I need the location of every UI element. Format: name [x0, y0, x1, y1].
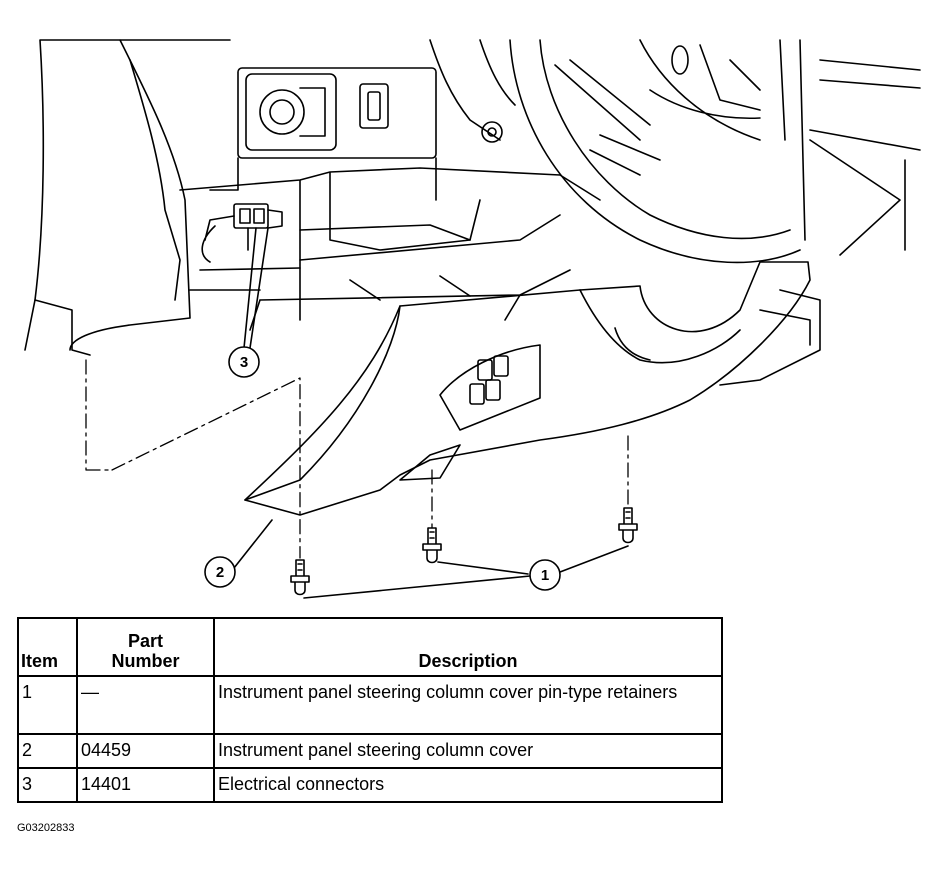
figure-code: G03202833	[17, 822, 75, 834]
dash-panel-outline	[24, 39, 231, 351]
header-part-number: Part Number	[76, 617, 215, 677]
table-row: 2 04459 Instrument panel steering column…	[17, 733, 723, 769]
lower-dash-structure	[179, 167, 601, 321]
header-part-number-line1: Part	[127, 631, 163, 651]
electrical-connectors	[201, 203, 283, 263]
callout-label-3: 3	[240, 354, 248, 371]
callout-circle-3	[228, 346, 260, 378]
header-part-number-line2: Number	[111, 651, 180, 671]
callout-2-leader	[233, 519, 273, 569]
cell-description: Instrument panel steering column cover	[213, 733, 723, 769]
headlamp-switch-module	[237, 67, 437, 159]
cell-item: 2	[17, 733, 78, 769]
callout-label-2: 2	[216, 564, 224, 581]
steering-column	[429, 39, 516, 141]
table-row: 1 — Instrument panel steering column cov…	[17, 675, 723, 735]
pin-type-retainer	[422, 527, 442, 564]
exploded-view-illustration: 3 2 1	[24, 39, 921, 599]
cell-part-number: 04459	[76, 733, 215, 769]
table-row: 3 14401 Electrical connectors	[17, 767, 723, 803]
cell-part-number: 14401	[76, 767, 215, 803]
cell-part-number: —	[76, 675, 215, 735]
callout-label-1: 1	[541, 567, 549, 584]
callout-circle-1	[529, 559, 561, 591]
cell-description: Instrument panel steering column cover p…	[213, 675, 723, 735]
cell-item: 1	[17, 675, 78, 735]
cell-item: 3	[17, 767, 78, 803]
callout-circle-2	[204, 556, 236, 588]
cell-description: Electrical connectors	[213, 767, 723, 803]
header-description: Description	[213, 617, 723, 677]
callout-3-leader	[243, 227, 269, 349]
pin-type-retainer	[618, 507, 638, 544]
right-dash-structure	[809, 59, 921, 256]
header-item: Item	[17, 617, 78, 677]
steering-wheel	[509, 39, 801, 264]
pin-type-retainer	[290, 559, 310, 596]
parts-table: Item Part Number Description 1 — Instrum…	[17, 617, 723, 803]
callout-1-leader	[303, 545, 629, 599]
table-header-row: Item Part Number Description	[17, 617, 723, 677]
steering-column-cover	[244, 261, 811, 516]
alignment-line	[85, 359, 301, 559]
